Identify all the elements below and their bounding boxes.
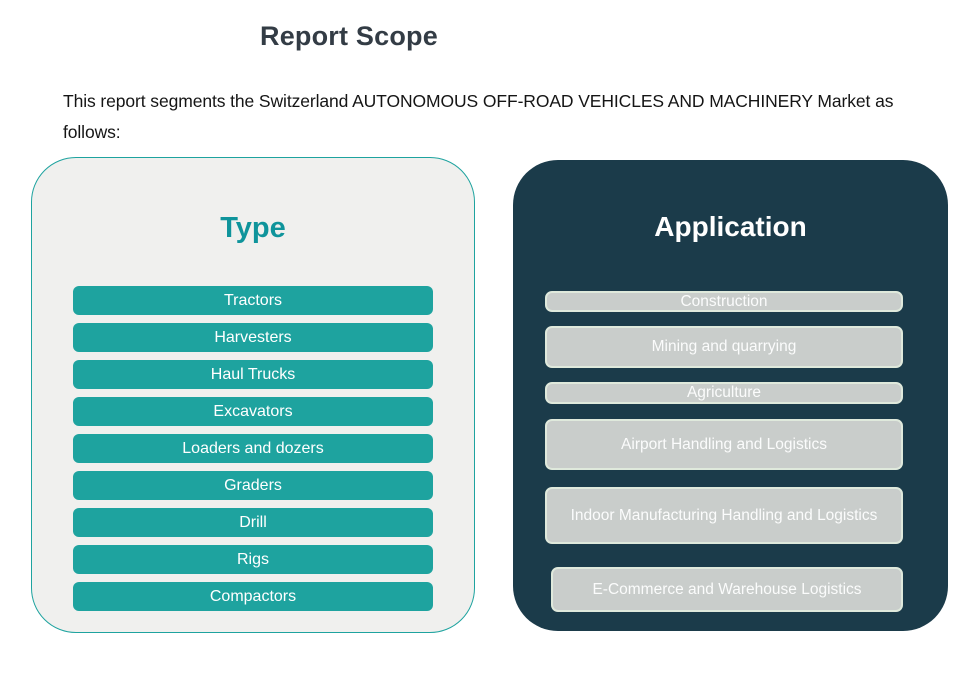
application-panel-heading: Application <box>654 211 807 242</box>
type-item-button[interactable]: Tractors <box>73 286 433 315</box>
type-item-button[interactable]: Compactors <box>73 582 433 611</box>
application-item-button[interactable]: Construction <box>545 291 903 312</box>
intro-paragraph: This report segments the Switzerland AUT… <box>63 91 894 142</box>
type-item-button[interactable]: Harvesters <box>73 323 433 352</box>
application-item-button[interactable]: E-Commerce and Warehouse Logistics <box>551 567 903 612</box>
type-item-button[interactable]: Rigs <box>73 545 433 574</box>
application-item-button[interactable]: Agriculture <box>545 382 903 404</box>
type-item-button[interactable]: Haul Trucks <box>73 360 433 389</box>
application-item-button[interactable]: Indoor Manufacturing Handling and Logist… <box>545 487 903 544</box>
application-item-button[interactable]: Mining and quarrying <box>545 326 903 368</box>
type-item-button[interactable]: Excavators <box>73 397 433 426</box>
type-item-button[interactable]: Graders <box>73 471 433 500</box>
type-item-button[interactable]: Drill <box>73 508 433 537</box>
type-panel-heading: Type <box>220 212 286 244</box>
page-title: Report Scope <box>260 21 438 51</box>
application-item-button[interactable]: Airport Handling and Logistics <box>545 419 903 470</box>
type-item-button[interactable]: Loaders and dozers <box>73 434 433 463</box>
